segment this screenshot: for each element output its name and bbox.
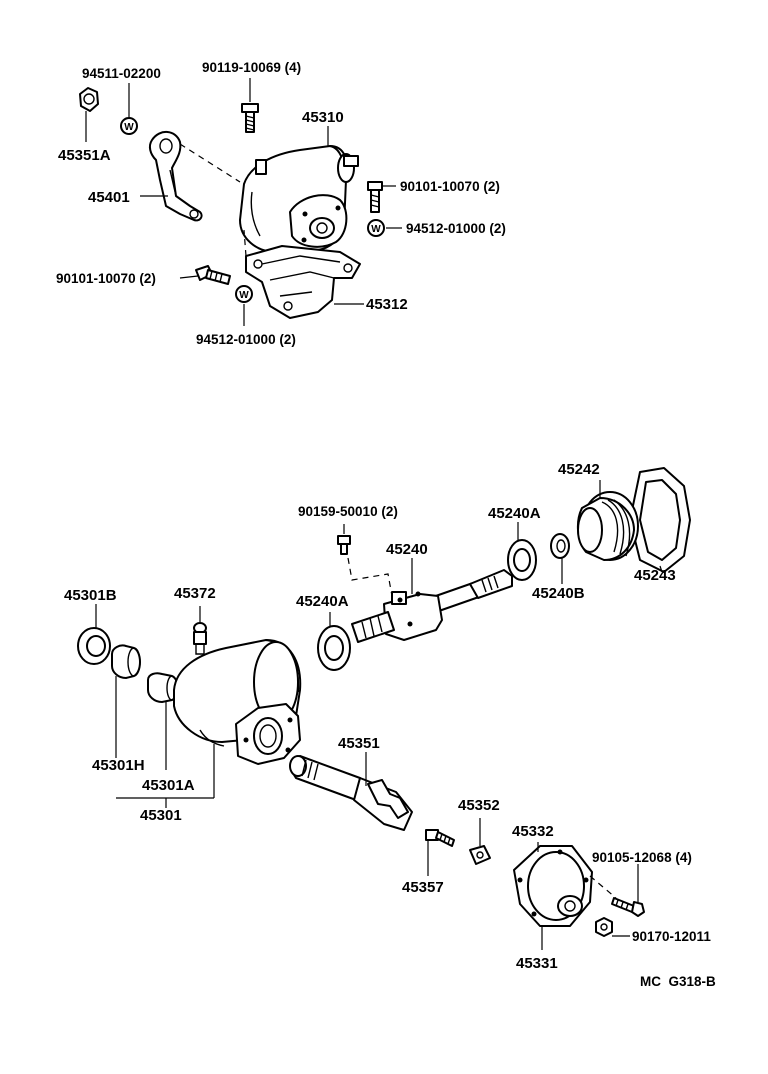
bearing-45240A-upper: [507, 539, 537, 581]
label-45351: 45351: [338, 735, 380, 752]
svg-text:W: W: [239, 290, 249, 301]
bolt-90101-right: [367, 181, 383, 213]
label-45301B: 45301B: [64, 587, 117, 604]
diagram-code: MC G318-B: [640, 974, 716, 989]
label-90101-10070-right: 90101-10070 (2): [400, 179, 500, 194]
label-45312: 45312: [366, 296, 408, 313]
pitman-arm-45401: [148, 131, 203, 222]
label-90170-12011: 90170-12011: [632, 929, 711, 944]
adjusting-screw-45242: [576, 491, 639, 561]
svg-text:W: W: [124, 122, 134, 133]
gear-box-45310: [239, 145, 359, 253]
ring-45243: [629, 467, 691, 573]
label-45332: 45332: [512, 823, 554, 840]
washer-icon-bottom: W: [235, 285, 253, 303]
label-45331: 45331: [516, 955, 558, 972]
label-45372: 45372: [174, 585, 216, 602]
dash-bracket: [243, 229, 247, 257]
bearing-45240A-lower: [317, 625, 351, 671]
label-90105-12068: 90105-12068 (4): [592, 850, 692, 865]
label-45240: 45240: [386, 541, 428, 558]
label-45242: 45242: [558, 461, 600, 478]
bolt-90119: [241, 103, 259, 133]
label-45310: 45310: [302, 109, 344, 126]
screw-90159: [337, 535, 351, 555]
label-45301A: 45301A: [142, 777, 195, 794]
housing-45301: [173, 639, 302, 765]
svg-text:W: W: [371, 224, 381, 235]
leader-90101-left: [179, 275, 199, 279]
label-45301: 45301: [140, 807, 182, 824]
label-90119-10069: 90119-10069 (4): [202, 60, 301, 75]
washer-icon-top-left: W: [120, 117, 138, 135]
label-45401: 45401: [88, 189, 130, 206]
dash-cover-bolt: [589, 875, 617, 899]
bearing-45240B: [550, 533, 570, 559]
bushing-45301H: [111, 644, 141, 679]
side-cover-45331: [513, 845, 593, 927]
nut-45351A: [79, 87, 99, 112]
label-94512-01000-right: 94512-01000 (2): [406, 221, 506, 236]
nut-45352: [469, 845, 491, 865]
dash-screw-to-valve: [347, 557, 393, 597]
bracket-45301: [116, 797, 214, 808]
label-45301H: 45301H: [92, 757, 145, 774]
nut-90170: [595, 917, 613, 937]
sector-shaft-45351: [289, 755, 413, 831]
label-90101-10070-left: 90101-10070 (2): [56, 271, 156, 286]
label-45240B: 45240B: [532, 585, 585, 602]
leader-45243: [659, 565, 663, 573]
grease-fitting-45372: [193, 622, 207, 655]
screw-45357: [425, 829, 455, 847]
label-45357: 45357: [402, 879, 444, 896]
label-94511-02200: 94511-02200: [82, 66, 161, 81]
valve-shaft-45240: [351, 569, 513, 643]
label-94512-01000-bottom: 94512-01000 (2): [196, 332, 296, 347]
label-45352: 45352: [458, 797, 500, 814]
label-45240A-upper: 45240A: [488, 505, 541, 522]
bolt-90105: [611, 897, 645, 917]
label-45351A: 45351A: [58, 147, 111, 164]
label-90159-50010: 90159-50010 (2): [298, 504, 398, 519]
bracket-45312: [245, 245, 361, 319]
label-45243: 45243: [634, 567, 676, 584]
washer-icon-right: W: [367, 219, 385, 237]
seal-45301B: [77, 627, 111, 665]
dash-arm-to-box: [179, 143, 241, 183]
label-45240A-lower: 45240A: [296, 593, 349, 610]
bolt-90101-left: [195, 265, 231, 285]
